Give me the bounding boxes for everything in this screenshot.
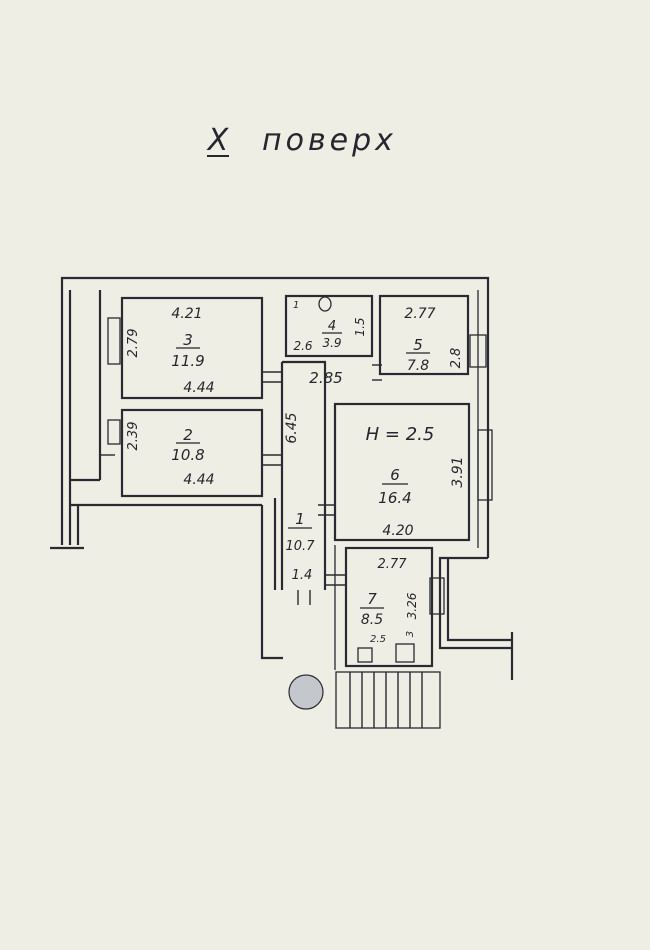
dim-corridor-side: 6.45: [284, 412, 300, 443]
room-6-outline: [333, 402, 471, 542]
windows: [107, 317, 493, 615]
dim-room2-side: 2.39: [126, 422, 141, 451]
dim-room6-side: 3.91: [450, 456, 466, 487]
dim-room6-bottom: 4.20: [382, 523, 413, 539]
stove-icon: [357, 647, 373, 663]
room-6-number: 6: [390, 466, 400, 484]
room-3-area: 11.9: [171, 352, 204, 370]
room-1-area: 10.7: [286, 539, 316, 554]
dim-room4-right: 1.5: [353, 317, 367, 336]
dim-room4-wc-mark: 1: [293, 300, 299, 311]
entrance-stairs: [335, 671, 441, 729]
room-2-area: 10.8: [171, 446, 204, 464]
room-4-area: 3.9: [322, 336, 341, 350]
room-3-outline: [120, 296, 264, 400]
sink-icon: [395, 643, 415, 663]
door-marks: [100, 364, 382, 605]
room-2-number: 2: [183, 426, 193, 444]
dim-room7-small: 3: [405, 631, 416, 637]
dim-room3-bottom: 4.44: [183, 380, 214, 396]
room-7-outline: [344, 546, 434, 668]
outer-walls: [50, 276, 514, 680]
room-7-number: 7: [367, 590, 377, 608]
room-5-area: 7.8: [407, 358, 429, 374]
room-7-area: 8.5: [361, 612, 383, 628]
dimension-labels: 4.21 2.79 4.44 2.39 4.44 1 2.6 1.5 2.77 …: [126, 300, 466, 645]
toilet-icon: [318, 296, 332, 312]
dim-room5-side: 2.8: [449, 348, 464, 369]
room-1-number: 1: [295, 510, 305, 528]
room-2-outline: [120, 408, 264, 498]
dim-corridor-top: 2.85: [309, 369, 342, 387]
floor-title-text: поверх: [262, 123, 397, 158]
room-5-outline: [378, 294, 470, 376]
room-labels: 3 11.9 2 10.8 4 3.9 5 7.8 6 16.4 1 10.7 …: [171, 319, 434, 628]
room-4-number: 4: [328, 319, 336, 334]
dim-room3-top: 4.21: [171, 306, 202, 322]
floor-title: X поверх: [206, 123, 397, 158]
dim-room7-bottom: 2.5: [370, 634, 386, 645]
corridor-walls: [280, 360, 336, 670]
dim-corridor-bottom: 1.4: [292, 568, 313, 583]
dim-room4-left: 2.6: [293, 339, 312, 353]
dim-room2-bottom: 4.44: [183, 472, 214, 488]
floor-roman-numeral: X: [206, 123, 230, 158]
room-6-area: 16.4: [378, 489, 411, 507]
dim-room7-side: 3.26: [405, 592, 419, 619]
room-3-number: 3: [183, 331, 193, 349]
ceiling-height-label: Н = 2.5: [366, 424, 435, 445]
room-4-outline: [284, 294, 374, 358]
dim-room3-side: 2.79: [126, 329, 141, 358]
round-stamp-mark: [288, 674, 324, 710]
room-5-number: 5: [413, 336, 423, 354]
dim-room5-top: 2.77: [404, 306, 435, 322]
dim-room7-top: 2.77: [378, 557, 408, 572]
